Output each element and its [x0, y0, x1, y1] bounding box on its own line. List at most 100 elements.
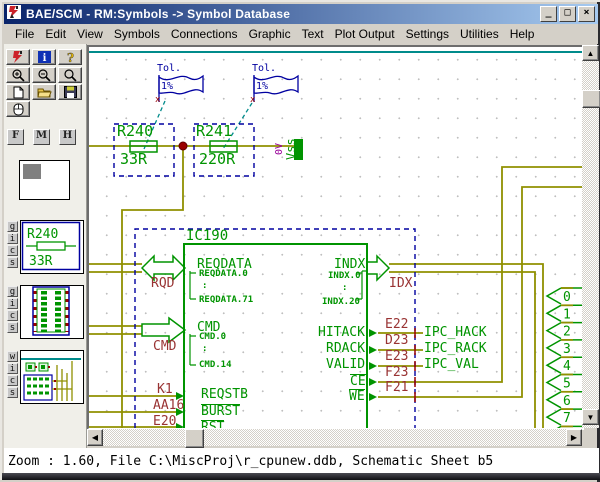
app-icon: [7, 4, 21, 24]
mouse-settings-button[interactable]: [6, 101, 30, 117]
status-bar: Zoom : 1.60, File C:\MiscProj\r_cpunew.d…: [4, 448, 599, 475]
schematic-label: Vss: [284, 138, 298, 160]
schematic-label: IDX: [389, 276, 413, 291]
scroll-up-button[interactable]: ▲: [582, 45, 599, 61]
overview-viewport[interactable]: [23, 164, 41, 179]
pin-arrowheads: [176, 329, 377, 428]
schematic-label: Tol.: [157, 63, 182, 74]
subpin-bracket: [189, 270, 367, 366]
preview-tool-i[interactable]: i: [7, 233, 18, 244]
menu-item-settings[interactable]: Settings: [405, 27, 450, 41]
menu-bar: File Edit View Symbols Connections Graphic Tex…: [4, 24, 598, 44]
preview-tool-s[interactable]: s: [7, 322, 18, 333]
bus-arrow-cmd: [141, 316, 187, 344]
schematic-label: REQSTB: [201, 387, 248, 402]
bus-tap-6: [545, 391, 562, 409]
question-icon: ?: [64, 51, 77, 63]
resistor-body-r241: [209, 140, 238, 153]
menu-item-utilities[interactable]: Utilities: [460, 27, 499, 41]
ic190-outline: [183, 243, 368, 428]
tolerance-flag: [158, 74, 204, 102]
bus-tap-3: [545, 339, 562, 357]
preview-canvas[interactable]: R240 33R: [20, 220, 84, 274]
schematic-label: F21: [385, 380, 409, 395]
vertical-scrollbar[interactable]: ▲ ▼: [582, 45, 600, 428]
schematic-label: :: [202, 344, 208, 354]
zoom-window-button[interactable]: [58, 67, 82, 83]
schematic-label: Tol.: [252, 63, 277, 74]
preview-tool-i[interactable]: i: [7, 298, 18, 309]
preview-tool-i[interactable]: i: [7, 363, 18, 374]
minimize-button[interactable]: _: [540, 6, 557, 22]
schematic-label: RQD: [151, 276, 175, 291]
schematic-label: WE: [349, 389, 365, 404]
preview-canvas[interactable]: [20, 285, 84, 339]
info-icon: i: [37, 51, 51, 63]
letter-button-h[interactable]: H: [59, 129, 76, 145]
preview-tool-g[interactable]: g: [7, 286, 18, 297]
menu-item-text[interactable]: Text: [301, 27, 324, 41]
bus-tap-7: 7: [563, 411, 571, 426]
vertical-scroll-thumb[interactable]: [582, 90, 600, 108]
menu-item-plot-output[interactable]: Plot Output: [334, 27, 395, 41]
schematic-label: RDACK: [326, 341, 366, 356]
scroll-down-button[interactable]: ▼: [582, 409, 599, 425]
info-button[interactable]: i: [32, 49, 56, 65]
preview-tool-g[interactable]: g: [7, 221, 18, 232]
wire-net: [89, 145, 582, 428]
preview-canvas[interactable]: [20, 350, 84, 404]
zoom-in-button[interactable]: [6, 67, 30, 83]
scroll-right-button[interactable]: ▶: [566, 429, 582, 446]
preview-tool-c[interactable]: c: [7, 375, 18, 386]
save-button[interactable]: [58, 84, 82, 100]
junction-dot: [178, 141, 188, 151]
preview-value-text: 33R: [29, 254, 53, 269]
bae-logo-button[interactable]: [6, 49, 30, 65]
title-bar[interactable]: BAE/SCM - RM:Symbols -> Symbol Database …: [4, 4, 598, 24]
schematic-label: RST: [201, 420, 225, 428]
preview-tool-s[interactable]: s: [7, 387, 18, 398]
overview-window[interactable]: [19, 160, 70, 200]
status-text: Zoom : 1.60, File C:\MiscProj\r_cpunew.d…: [8, 454, 494, 469]
menu-item-graphic[interactable]: Graphic: [248, 27, 291, 41]
open-file-button[interactable]: [32, 84, 56, 100]
save-floppy-icon: [63, 86, 77, 98]
close-button[interactable]: ×: [578, 6, 595, 22]
schematic-canvas[interactable]: 012345678 Tol.Tol.1%1%xxR24033RR241220R0…: [87, 45, 584, 430]
schematic-label: F23: [385, 365, 409, 380]
bus-tap-4: [545, 356, 562, 374]
schematic-label: E20: [153, 414, 177, 429]
menu-item-connections[interactable]: Connections: [170, 27, 238, 41]
scroll-left-button[interactable]: ◀: [87, 429, 103, 446]
menu-item-view[interactable]: View: [77, 27, 103, 41]
preview-tool-w[interactable]: w: [7, 351, 18, 362]
horizontal-scroll-thumb[interactable]: [185, 429, 204, 448]
menu-item-help[interactable]: Help: [509, 27, 535, 41]
letter-button-m[interactable]: M: [33, 129, 50, 145]
new-file-button[interactable]: [6, 84, 30, 100]
mouse-icon: [13, 103, 24, 116]
zoom-out-button[interactable]: [32, 67, 56, 83]
preview-tool-s[interactable]: s: [7, 257, 18, 268]
bus-tap-1: [545, 304, 562, 322]
preview-tool-c[interactable]: c: [7, 310, 18, 321]
zoom-in-icon: [11, 68, 25, 82]
schematic-label: K1: [157, 382, 173, 397]
schematic-label: 1%: [161, 81, 174, 92]
schematic-label: x: [250, 95, 256, 105]
schematic-label: INDX.20: [322, 297, 360, 307]
horizontal-scrollbar[interactable]: ◀ ▶: [87, 429, 582, 448]
bus-tap-2: [545, 321, 562, 340]
letter-button-f[interactable]: F: [7, 129, 24, 145]
new-document-icon: [13, 86, 24, 99]
menu-item-file[interactable]: File: [15, 27, 35, 41]
help-button[interactable]: ?: [58, 49, 82, 65]
preview-tool-c[interactable]: c: [7, 245, 18, 256]
menu-item-symbols[interactable]: Symbols: [113, 27, 160, 41]
menu-item-edit[interactable]: Edit: [45, 27, 67, 41]
schematic-label: IC190: [186, 228, 229, 244]
maximize-button[interactable]: □: [559, 6, 576, 22]
